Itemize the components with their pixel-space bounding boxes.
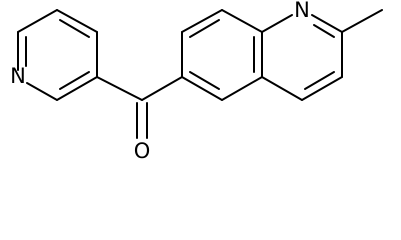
bond xyxy=(56,76,98,101)
structure-svg: N O N xyxy=(10,0,383,163)
pyridine-ring xyxy=(17,9,98,101)
bond xyxy=(181,9,223,33)
bond xyxy=(221,76,263,101)
double-bond xyxy=(189,19,220,38)
bond xyxy=(141,76,183,101)
pyridine-nitrogen-label: N xyxy=(10,64,26,88)
bond xyxy=(181,76,223,101)
bond xyxy=(221,9,263,33)
double-bond xyxy=(189,71,220,90)
bond xyxy=(56,9,98,33)
double-bond xyxy=(59,19,90,38)
bond xyxy=(261,14,293,33)
double-bond xyxy=(313,24,335,38)
bond xyxy=(17,9,58,33)
bond xyxy=(26,82,58,101)
quinoline-nitrogen-label: N xyxy=(294,0,310,22)
double-bond xyxy=(304,71,335,90)
double-bond xyxy=(59,71,90,90)
bond xyxy=(301,76,343,101)
methyl-bond xyxy=(341,9,383,33)
quinoline-pyridine-ring xyxy=(261,14,343,101)
bond xyxy=(261,76,303,101)
carbonyl-group xyxy=(96,76,183,139)
bond xyxy=(96,76,143,101)
bond xyxy=(311,14,343,33)
carbonyl-oxygen-label: O xyxy=(134,139,151,163)
quinoline-benzene-ring xyxy=(181,9,263,101)
molecule-diagram: N O N xyxy=(10,0,383,163)
